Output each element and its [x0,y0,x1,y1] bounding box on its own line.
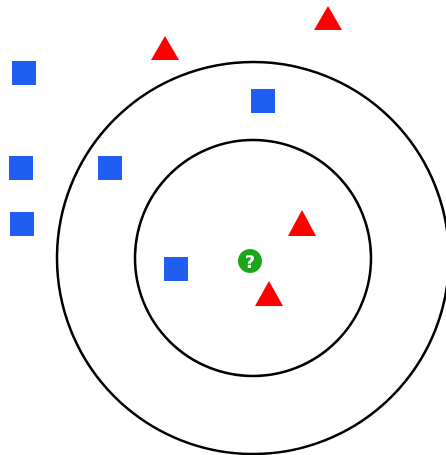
query-point: ? [238,249,262,273]
square-points [9,61,275,281]
question-mark-icon [238,249,262,273]
triangle-point [314,6,342,30]
square-point [9,156,33,180]
square-point [12,61,36,85]
triangle-point [151,36,179,60]
square-point [98,156,122,180]
square-point [10,212,34,236]
inner-ring [133,138,373,378]
triangle-point [288,210,316,236]
triangle-point [255,281,283,306]
square-point [164,257,188,281]
square-point [251,89,275,113]
outer-ring [55,60,446,455]
triangle-points [151,6,342,306]
query-point-label: ? [245,252,255,273]
